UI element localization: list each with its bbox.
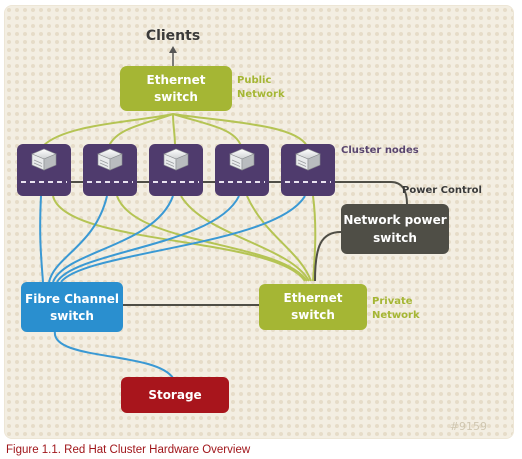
public-network-label-line2: Network [237,89,285,100]
fibre-channel-links [39,195,306,283]
private-switch-line1: Ethernet [284,291,343,305]
storage: Storage [121,377,229,413]
clients-label: Clients [146,28,200,44]
cluster-nodes [17,144,335,196]
fibre-channel-switch: Fibre Channel switch [21,282,123,332]
private-switch-line2: switch [291,308,335,322]
power-control-label: Power Control [402,185,482,196]
storage-label: Storage [148,388,201,402]
private-network-label-line1: Private [372,296,413,307]
cluster-hardware-diagram: Clients Ethernet switch Public Network C… [4,5,514,439]
cluster-node-4 [215,144,269,196]
power-control-links [19,181,408,282]
cluster-node-5 [281,144,335,196]
fc-to-storage-link [53,330,174,379]
private-network-label-line2: Network [372,310,420,321]
network-power-switch-line2: switch [373,231,417,245]
network-power-switch: Network power switch [341,204,449,254]
cluster-node-3 [149,144,203,196]
network-power-switch-line1: Network power [343,213,446,227]
private-ethernet-switch: Ethernet switch [259,284,367,330]
public-switch-line1: Ethernet [147,73,206,87]
public-network-label-line1: Public [237,75,271,86]
public-network-links [42,113,308,147]
figure-caption: Figure 1.1. Red Hat Cluster Hardware Ove… [6,444,251,456]
fibre-channel-switch-line2: switch [50,309,94,323]
cluster-node-1 [17,144,71,196]
private-network-links [52,195,317,282]
cluster-nodes-label: Cluster nodes [341,145,419,156]
cluster-node-2 [83,144,137,196]
fibre-channel-switch-line1: Fibre Channel [25,292,119,306]
figure-id: #9159 [450,420,487,433]
public-switch-line2: switch [154,90,198,104]
public-ethernet-switch: Ethernet switch [120,66,232,111]
